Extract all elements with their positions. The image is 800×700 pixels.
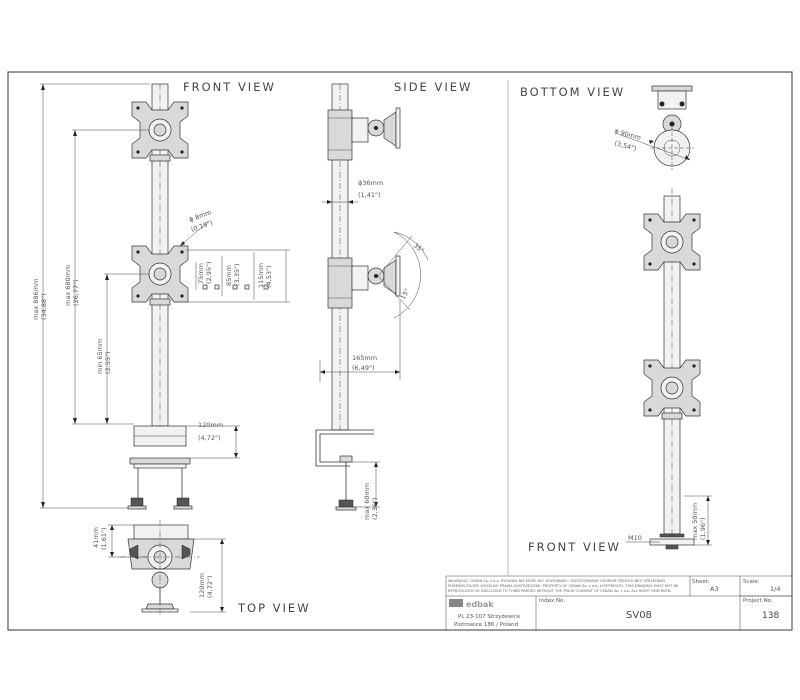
svg-text:(1,61"): (1,61") bbox=[100, 527, 108, 550]
svg-text:115mm: 115mm bbox=[257, 263, 265, 288]
top-view-label: TOP VIEW bbox=[237, 601, 311, 615]
svg-text:(4,72"): (4,72") bbox=[206, 575, 214, 598]
dim-m10: M10 bbox=[626, 534, 660, 543]
svg-text:(4,72"): (4,72") bbox=[198, 434, 221, 442]
dim-max-680: max 680mm (26,77") bbox=[64, 129, 150, 425]
svg-text:165mm: 165mm bbox=[352, 354, 377, 362]
svg-text:max 60mm: max 60mm bbox=[363, 483, 371, 520]
dim-top-41: 41mm (1,61") bbox=[92, 524, 148, 558]
title-block: WŁASNOŚĆ CEBAN Sp. z o.o. RYSUNEK NIE MO… bbox=[445, 575, 793, 631]
svg-text:(34,88"): (34,88") bbox=[40, 293, 48, 320]
svg-text:85mm: 85mm bbox=[225, 265, 233, 286]
dim-min-65: min 65mm (2,55") bbox=[96, 273, 150, 424]
sheet-value: A3 bbox=[710, 585, 719, 593]
company-logo: edbak bbox=[449, 599, 494, 609]
svg-text:35°: 35° bbox=[412, 241, 426, 255]
svg-text:(2,36"): (2,36") bbox=[371, 497, 379, 520]
front-vesa-plate-upper bbox=[131, 101, 189, 162]
front-clamp-base bbox=[127, 425, 193, 510]
svg-text:(4,53"): (4,53") bbox=[265, 265, 273, 288]
side-arm-lower bbox=[327, 255, 401, 309]
dim-clamp-60: max 60mm (2,36") bbox=[352, 461, 380, 520]
project-label: Project No. bbox=[743, 598, 773, 604]
index-label: Index No. bbox=[539, 598, 565, 604]
svg-text:15°: 15° bbox=[399, 287, 412, 301]
svg-text:120mm: 120mm bbox=[198, 421, 223, 429]
scale-label: Scale: bbox=[743, 579, 760, 585]
front-view-right: FRONT VIEW M10 bbox=[528, 188, 712, 554]
dim-phi-36: ϕ36mm (1,41") bbox=[322, 179, 383, 204]
svg-text:(3,35"): (3,35") bbox=[233, 263, 241, 286]
front-vesa-plate-lower bbox=[131, 245, 189, 306]
front-right-bolt-mount bbox=[649, 533, 695, 550]
address-line-1: PL 23-107 Strzyżewice bbox=[458, 614, 521, 620]
side-c-clamp bbox=[315, 429, 374, 511]
side-view: SIDE VIEW bbox=[315, 80, 472, 520]
title-notice-line-3: REPRODUCED OR DISCLOSED TO THIRD PARTIES… bbox=[448, 589, 672, 593]
svg-text:75mm: 75mm bbox=[197, 263, 205, 284]
front-right-vesa-plate-lower bbox=[643, 359, 701, 420]
drawing-frame bbox=[7, 71, 793, 631]
svg-text:(3,54"): (3,54") bbox=[613, 139, 637, 153]
sheet-label: Sheet: bbox=[692, 579, 710, 585]
dim-depth-165: 165mm (6,49") bbox=[319, 300, 401, 382]
dim-vesa-spacing: 75mm (2,95") 85mm (3,35") 115mm (4,53") bbox=[186, 249, 290, 303]
title-notice-line-1: WŁASNOŚĆ CEBAN Sp. z o.o. RYSUNEK NIE MO… bbox=[448, 578, 665, 583]
project-value: 138 bbox=[762, 611, 779, 621]
side-arm-upper bbox=[327, 107, 401, 161]
svg-text:min 65mm: min 65mm bbox=[96, 339, 104, 374]
dim-top-120: 120mm (4,72") bbox=[190, 538, 226, 613]
top-view: TOP VIEW 41mm (1,61") 120mm (4,72") bbox=[92, 520, 311, 615]
front-right-vesa-plate-upper bbox=[643, 213, 701, 271]
front-view: FRONT VIEW bbox=[32, 80, 290, 510]
svg-text:120mm: 120mm bbox=[198, 573, 206, 598]
side-view-label: SIDE VIEW bbox=[394, 80, 472, 94]
svg-text:M10: M10 bbox=[628, 534, 642, 542]
dim-phi-8: ϕ 8mm (0,19") bbox=[179, 208, 214, 247]
svg-text:(1,96"): (1,96") bbox=[699, 517, 707, 540]
svg-text:(2,95"): (2,95") bbox=[205, 261, 213, 284]
svg-text:ϕ36mm: ϕ36mm bbox=[358, 179, 383, 187]
svg-text:(2,55"): (2,55") bbox=[104, 351, 112, 374]
svg-text:(6,49"): (6,49") bbox=[352, 364, 375, 372]
svg-text:(26,77"): (26,77") bbox=[72, 279, 80, 306]
index-value: SV08 bbox=[626, 610, 652, 621]
bottom-view-label: BOTTOM VIEW bbox=[520, 85, 625, 99]
svg-text:edbak: edbak bbox=[466, 600, 494, 609]
title-notice-line-2: PISEMNEJ ZGODY. WSZELKIE PRAWA ZASTRZEŻO… bbox=[448, 583, 679, 588]
bottom-view: BOTTOM VIEW ϕ 90mm (3,54") bbox=[520, 85, 694, 170]
svg-text:max 680mm: max 680mm bbox=[64, 265, 72, 306]
address-line-2: Piotrowice 186 / Poland bbox=[454, 622, 518, 628]
front-view-right-label: FRONT VIEW bbox=[528, 540, 621, 554]
svg-text:max 886mm: max 886mm bbox=[32, 279, 40, 320]
dim-max-886: max 886mm (34,88") bbox=[32, 83, 150, 509]
scale-value: 1/4 bbox=[770, 585, 780, 593]
svg-text:41mm: 41mm bbox=[92, 527, 100, 548]
front-view-label: FRONT VIEW bbox=[183, 80, 276, 94]
dim-base-120: 120mm (4,72") bbox=[186, 421, 240, 459]
svg-text:max 50mm: max 50mm bbox=[691, 503, 699, 540]
dim-max-50: max 50mm (1,96") bbox=[684, 495, 712, 546]
svg-text:(1,41"): (1,41") bbox=[358, 191, 381, 199]
